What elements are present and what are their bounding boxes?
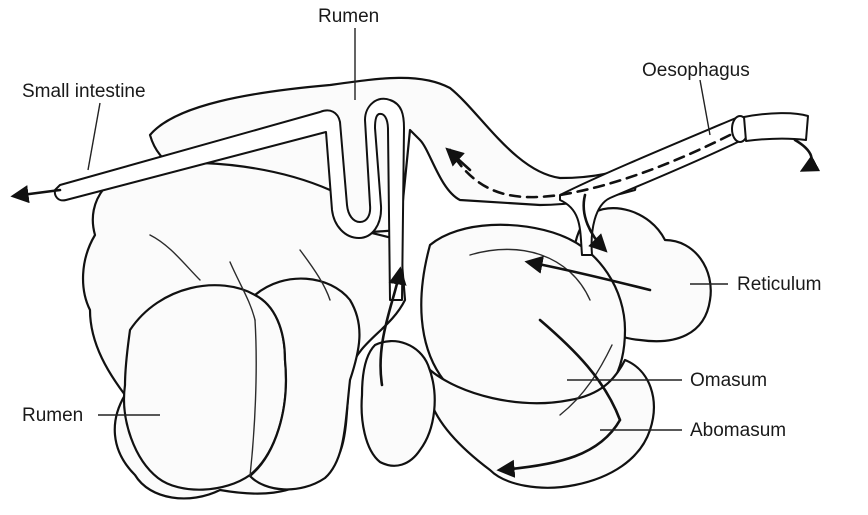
label-rumen-top: Rumen (318, 6, 379, 27)
label-abomasum: Abomasum (690, 420, 786, 441)
arrow-icon (14, 190, 60, 196)
label-small-intestine: Small intestine (22, 81, 146, 102)
label-omasum: Omasum (690, 370, 767, 391)
rumen-lower-left-lobe (124, 285, 286, 490)
arrow-icon (795, 140, 812, 170)
label-reticulum: Reticulum (737, 274, 821, 295)
label-rumen-left: Rumen (22, 405, 83, 426)
label-oesophagus: Oesophagus (642, 60, 750, 81)
pylorus-knob (362, 341, 435, 466)
oesophagus-stub (744, 113, 808, 141)
